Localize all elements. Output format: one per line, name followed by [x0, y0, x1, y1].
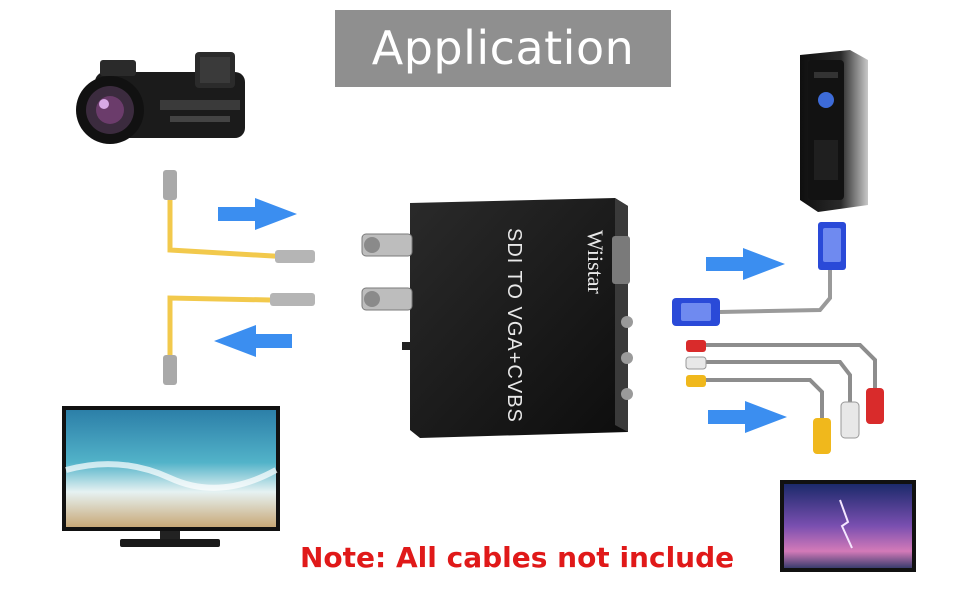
camcorder-icon: [76, 52, 245, 144]
note-text: Note: All cables not include: [300, 541, 735, 574]
vga-cable: [672, 222, 846, 326]
arrow-icon: [708, 401, 787, 433]
sdi-cable-in: [163, 170, 315, 263]
pc-tower-icon: [800, 50, 868, 212]
title-text: Application: [371, 21, 635, 75]
converter-box: SDI TO VGA+CVBS Wiistar: [361, 198, 633, 438]
rca-cables: [685, 340, 884, 454]
brand-logo: Wiistar: [583, 230, 608, 295]
sdi-cable-out: [163, 293, 315, 385]
device-label: SDI TO VGA+CVBS: [503, 228, 525, 423]
title-banner: Application: [335, 10, 671, 87]
arrow-icon: [706, 248, 785, 280]
arrow-icon: [214, 325, 292, 357]
arrow-icon: [218, 198, 297, 230]
tv-monitor-icon: [62, 406, 280, 547]
lcd-monitor-icon: [780, 480, 916, 572]
